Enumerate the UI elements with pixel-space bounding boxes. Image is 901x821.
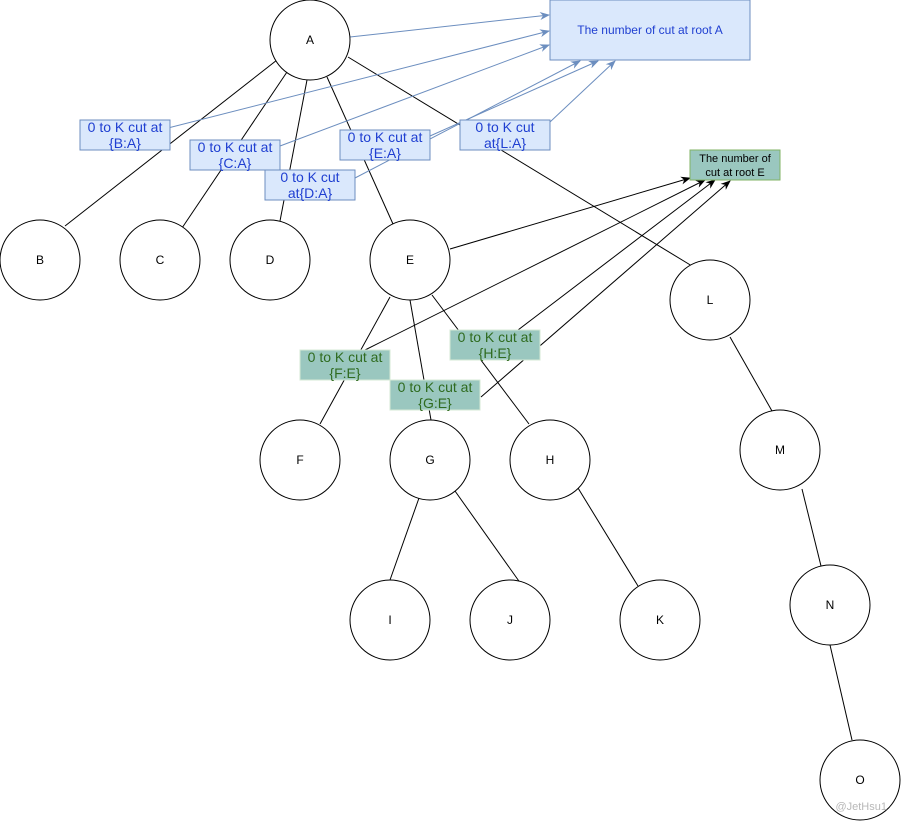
node-a-label: A [306,33,314,47]
root-e-box-line2: cut at root E [705,167,764,179]
arrow-ca-to-box [279,44,550,147]
cut-label-fe-line1: 0 to K cut at [308,349,383,365]
node-k-label: K [656,613,664,627]
root-e-box: The number of cut at root E [689,149,781,181]
edge-m-n [801,488,822,567]
cut-label-ba-line2: {B:A} [109,135,141,151]
cut-label-la-line1: 0 to K cut [475,119,534,135]
cut-label-ca-line2: {C:A} [219,155,252,171]
cut-label-la-line2: at{L:A} [484,135,526,151]
cut-label-he-line2: {H:E} [479,345,512,361]
root-a-box: The number of cut at root A [549,0,751,61]
node-g: G [389,419,471,501]
arrow-ge-to-box [480,180,731,398]
watermark: @JetHsu1 [835,801,887,813]
arrow-fe-to-box [364,179,706,351]
edge-g-j [454,490,522,585]
cut-label-ge: 0 to K cut at {G:E} [389,379,481,411]
cut-label-ba-line1: 0 to K cut at [88,119,163,135]
cut-label-da-line2: at{D:A} [288,185,333,201]
cut-label-ea-line2: {E:A} [369,145,401,161]
arrow-he-to-box [517,179,716,331]
cut-label-ca: 0 to K cut at {C:A} [189,139,281,171]
node-j-label: J [507,613,513,627]
node-i-label: I [388,613,391,627]
node-b-label: B [36,253,44,267]
arrow-e-to-box [449,176,691,250]
node-d-label: D [266,253,275,267]
cut-label-ea-line1: 0 to K cut at [348,129,423,145]
node-h-label: H [546,453,555,467]
node-m-label: M [775,443,785,457]
root-e-box-line1: The number of [699,153,771,165]
node-k: K [619,579,701,661]
cut-label-da: 0 to K cut at{D:A} [264,169,356,201]
cut-label-ge-line1: 0 to K cut at [398,379,473,395]
edge-g-i [389,497,420,581]
node-h: H [509,419,591,501]
cut-label-he: 0 to K cut at {H:E} [449,329,541,361]
edge-l-m [729,336,773,412]
arrow-la-to-box [549,60,616,123]
cut-label-ca-line1: 0 to K cut at [198,139,273,155]
arrow-ba-to-box [167,29,550,129]
node-e-label: E [406,253,414,267]
cut-label-fe: 0 to K cut at {F:E} [299,349,391,381]
arrow-a-to-box [349,12,550,38]
node-n-label: N [826,598,835,612]
node-e: E [369,219,451,301]
cut-label-he-line1: 0 to K cut at [458,329,533,345]
edge-n-o [829,644,853,741]
node-l: L [669,259,751,341]
cut-label-da-line1: 0 to K cut [280,169,339,185]
node-c: C [119,219,201,301]
node-o-label: O [855,773,864,787]
node-c-label: C [156,253,165,267]
node-b: B [0,219,81,301]
arrow-ea-to-box [429,60,599,137]
node-m: M [739,409,821,491]
node-d: D [229,219,311,301]
node-o: O [819,739,901,821]
node-l-label: L [707,293,714,307]
node-i: I [349,579,431,661]
edge-a-l [347,56,693,267]
root-a-box-text: The number of cut at root A [577,23,722,37]
cut-label-la: 0 to K cut at{L:A} [459,119,551,151]
cut-label-ge-line2: {G:E} [418,395,452,411]
cut-label-ea: 0 to K cut at {E:A} [339,129,431,161]
edge-a-b [64,59,278,227]
node-f: F [259,419,341,501]
node-j: J [469,579,551,661]
node-g-label: G [425,453,434,467]
edge-h-k [577,487,639,587]
node-a: A [269,0,351,81]
cut-label-fe-line2: {F:E} [329,365,360,381]
node-f-label: F [296,453,303,467]
cut-label-ba: 0 to K cut at {B:A} [79,119,171,151]
root-e-arrows [364,176,731,398]
node-n: N [789,564,871,646]
